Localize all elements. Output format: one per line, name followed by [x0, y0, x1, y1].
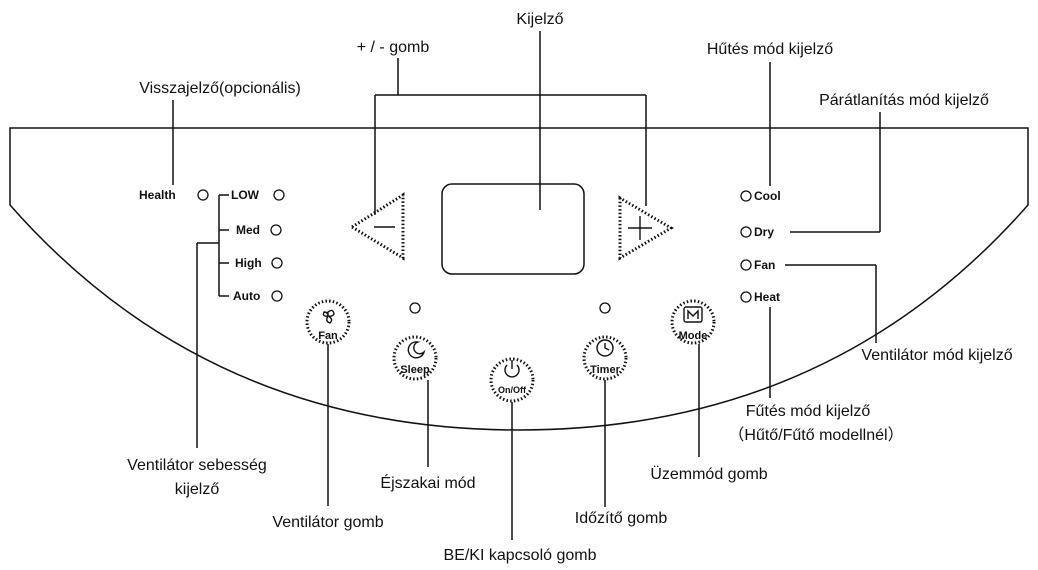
fan-button[interactable]: Fan — [305, 299, 351, 345]
health-led — [197, 189, 209, 201]
fan-speed-bracket — [197, 194, 229, 297]
fan-button-label: Fan — [318, 330, 338, 342]
callout-power-button: BE/KI kapcsoló gomb — [444, 547, 597, 564]
callout-cool-indicator: Hűtés mód kijelző — [707, 41, 833, 58]
mode-m-icon — [683, 306, 703, 323]
callout-dry-indicator: Párátlanítás mód kijelző — [819, 92, 989, 109]
callout-mode-button: Üzemmód gomb — [650, 465, 767, 483]
callout-sleep-mode: Éjszakai mód — [380, 473, 475, 492]
moon-icon — [407, 341, 426, 359]
callout-fan-mode-indicator: Ventilátor mód kijelző — [861, 347, 1012, 364]
plus-button[interactable] — [618, 195, 674, 261]
callout-display: Kijelző — [516, 11, 563, 28]
sleep-button[interactable]: Sleep — [392, 335, 438, 381]
display-window — [441, 183, 585, 275]
callout-heat-indicator-line2: （Hűtő/Fűtő modellnél） — [728, 426, 903, 444]
power-button-label: On/Off — [498, 385, 527, 395]
health-label: Health — [139, 188, 176, 202]
callout-timer-button: Időzítő gomb — [575, 510, 668, 527]
callout-health-indicator: Visszajelző(opcionális) — [139, 80, 301, 97]
sleep-led — [409, 302, 421, 314]
leader-lines — [172, 31, 881, 540]
mode-button-label: Mode — [679, 330, 708, 342]
sleep-button-label: Sleep — [400, 364, 430, 376]
mode-led-heat — [740, 291, 752, 303]
callout-plus-minus: + / - gomb — [357, 39, 430, 56]
speed-label-low: LOW — [231, 188, 260, 202]
mode-led-dry — [740, 226, 752, 238]
timer-led — [599, 302, 611, 314]
fan-icon — [322, 309, 335, 324]
panel-outline — [9, 127, 1029, 431]
speed-led-low — [273, 189, 285, 201]
speed-led-med — [270, 224, 282, 236]
timer-button-label: Timer — [590, 364, 620, 376]
speed-label-auto: Auto — [233, 289, 260, 303]
mode-led-fan — [740, 259, 752, 271]
mode-button[interactable]: Mode — [670, 299, 716, 345]
speed-label-high: High — [235, 256, 262, 270]
mode-led-cool — [740, 190, 752, 202]
clock-icon — [596, 339, 614, 357]
speed-led-auto — [271, 290, 283, 302]
power-icon — [504, 360, 520, 378]
mode-label-dry: Dry — [754, 225, 774, 239]
callout-heat-indicator-line1: Fűtés mód kijelző — [746, 403, 871, 420]
mode-label-fan: Fan — [754, 258, 775, 272]
speed-led-high — [271, 257, 283, 269]
callout-fan-speed-line1: Ventilátor sebesség — [127, 457, 267, 474]
plus-icon — [628, 216, 652, 240]
speed-label-med: Med — [236, 223, 260, 237]
timer-button[interactable]: Timer — [582, 335, 628, 381]
mode-label-cool: Cool — [754, 189, 781, 203]
minus-button[interactable] — [349, 192, 405, 261]
mode-label-heat: Heat — [754, 290, 780, 304]
callout-fan-speed-line2: kijelző — [175, 481, 220, 498]
power-button[interactable]: On/Off — [489, 357, 535, 403]
callout-fan-button: Ventilátor gomb — [272, 514, 383, 531]
